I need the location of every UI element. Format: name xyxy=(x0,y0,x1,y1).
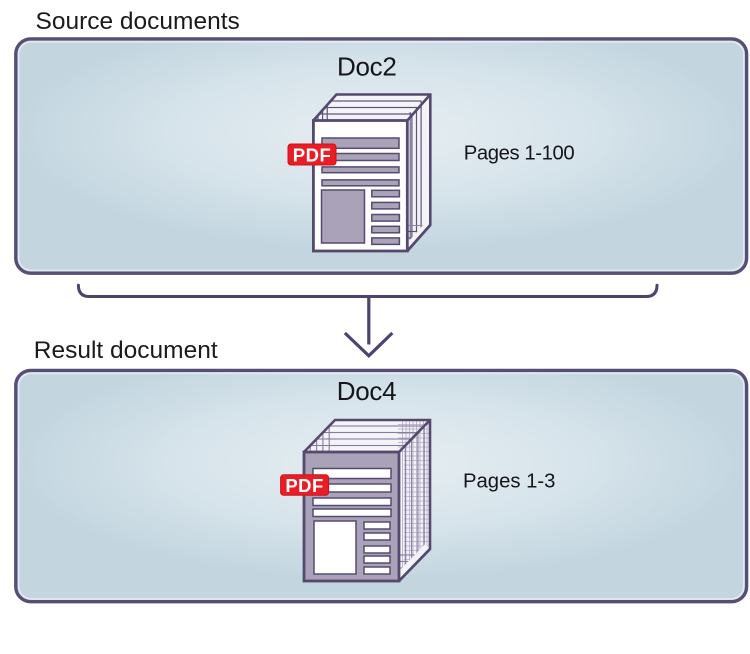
svg-text:Doc4: Doc4 xyxy=(337,376,397,406)
svg-text:Source documents: Source documents xyxy=(36,8,240,35)
svg-text:PDF: PDF xyxy=(285,475,324,496)
svg-text:Result document: Result document xyxy=(34,337,218,364)
svg-text:PDF: PDF xyxy=(293,145,332,166)
svg-text:Pages 1-3: Pages 1-3 xyxy=(463,471,555,493)
svg-text:Pages 1-100: Pages 1-100 xyxy=(464,143,575,165)
svg-text:Doc2: Doc2 xyxy=(337,52,397,82)
